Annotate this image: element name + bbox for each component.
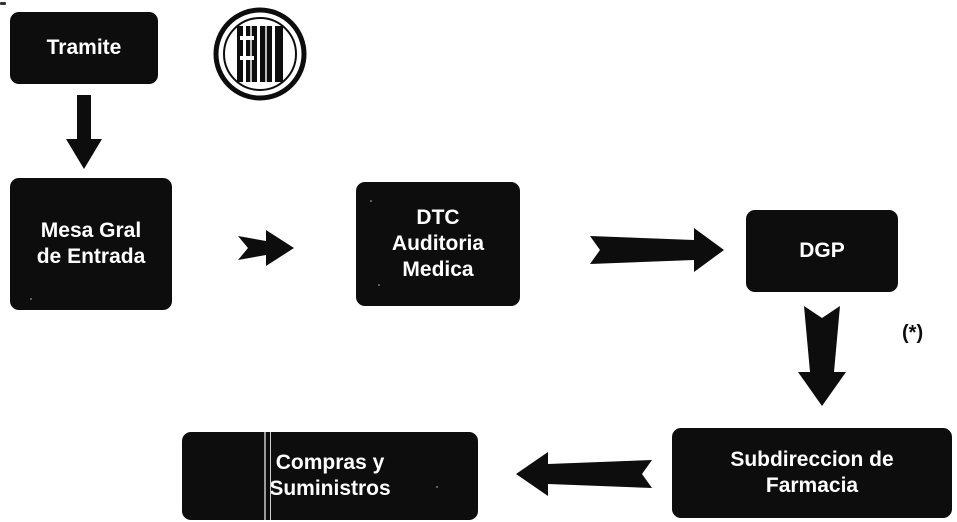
tramite-label: Tramite <box>46 35 122 59</box>
arrow-mesa-to-dtc <box>238 230 294 266</box>
tramite-box: Tramite <box>10 12 158 84</box>
scan-artifact-line <box>270 432 271 520</box>
book-seal-icon <box>213 7 307 101</box>
scan-speck <box>30 298 32 300</box>
scan-speck <box>0 2 6 5</box>
dtc-line-3: Medica <box>402 258 474 282</box>
scan-speck <box>378 284 380 286</box>
subdireccion-line-1: Subdireccion de <box>730 447 894 471</box>
scan-speck <box>436 486 438 488</box>
compras-suministros-box: Compras y Suministros <box>182 432 478 520</box>
arrow-dtc-to-dgp <box>590 228 724 272</box>
dtc-auditoria-medica-box: DTC Auditoria Medica <box>356 182 520 306</box>
dtc-line-1: DTC <box>416 205 460 229</box>
asterisk-note: (*) <box>902 322 924 344</box>
dgp-label: DGP <box>799 238 845 262</box>
arrow-dgp-to-subdireccion <box>798 306 846 406</box>
dgp-box: DGP <box>746 210 898 292</box>
compras-line-2: Suministros <box>269 477 391 500</box>
arrow-tramite-to-mesa <box>66 95 102 169</box>
subdireccion-farmacia-box: Subdireccion de Farmacia <box>672 428 952 518</box>
compras-line-1: Compras y <box>275 450 385 474</box>
dtc-line-2: Auditoria <box>391 231 485 255</box>
mesa-line-2: de Entrada <box>36 245 146 268</box>
subdireccion-line-2: Farmacia <box>765 474 859 497</box>
arrow-subdireccion-to-compras <box>516 452 652 496</box>
scan-speck <box>370 200 372 202</box>
scan-artifact-line <box>264 432 266 520</box>
mesa-line-1: Mesa Gral <box>40 218 142 242</box>
mesa-gral-entrada-box: Mesa Gral de Entrada <box>10 178 172 310</box>
